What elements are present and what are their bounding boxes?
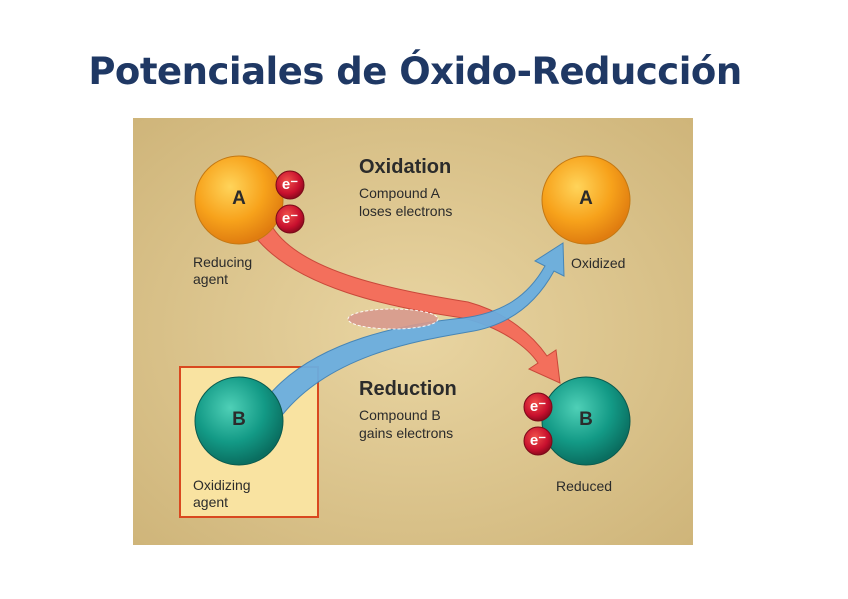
oxidizing-agent-label-line1: Oxidizing — [193, 477, 251, 493]
electron-b1-symbol: e⁻ — [529, 398, 547, 415]
oxidation-heading: Oxidation — [359, 156, 452, 178]
compound-b-reduced-letter: B — [579, 409, 593, 430]
compound-b-letter: B — [232, 409, 246, 430]
reducing-agent-label-line1: Reducing — [193, 254, 253, 270]
electron-b2-symbol: e⁻ — [529, 432, 547, 449]
electron-b2 — [523, 426, 553, 456]
oxidation-electron-arrow — [252, 227, 561, 384]
compound-a-reducing-agent — [194, 155, 284, 245]
reduced-label: Reduced — [556, 478, 613, 494]
oxidizing-agent-label-line2: agent — [193, 494, 229, 510]
compound-b-oxidizing-agent — [194, 376, 284, 466]
compound-a-oxidized-letter: A — [579, 188, 593, 209]
compound-a-oxidized — [541, 155, 631, 245]
reduction-electron-arrow — [264, 242, 565, 415]
reduction-heading: Reduction — [359, 378, 457, 400]
electron-a2-symbol: e⁻ — [281, 210, 299, 227]
compound-b-reduced — [541, 376, 631, 466]
reduction-desc-line2: gains electrons — [359, 425, 454, 441]
oxidation-desc-line1: Compound A — [359, 185, 440, 201]
redox-diagram-graphics — [133, 118, 693, 545]
oxidized-label: Oxidized — [571, 255, 626, 271]
electron-a2 — [275, 204, 305, 234]
redox-diagram: A A B B e⁻ e⁻ e⁻ e⁻ Oxidation Compound A… — [133, 118, 693, 545]
electron-a1 — [275, 170, 305, 200]
reduction-desc-line1: Compound B — [359, 407, 441, 423]
arrow-crossing — [347, 308, 439, 330]
reducing-agent-label-line2: agent — [193, 271, 229, 287]
compound-a-letter: A — [232, 188, 246, 209]
slide-title: Potenciales de Óxido-Reducción — [88, 50, 742, 93]
electron-b1 — [523, 392, 553, 422]
oxidation-desc-line2: loses electrons — [359, 203, 453, 219]
electron-a1-symbol: e⁻ — [281, 176, 299, 193]
